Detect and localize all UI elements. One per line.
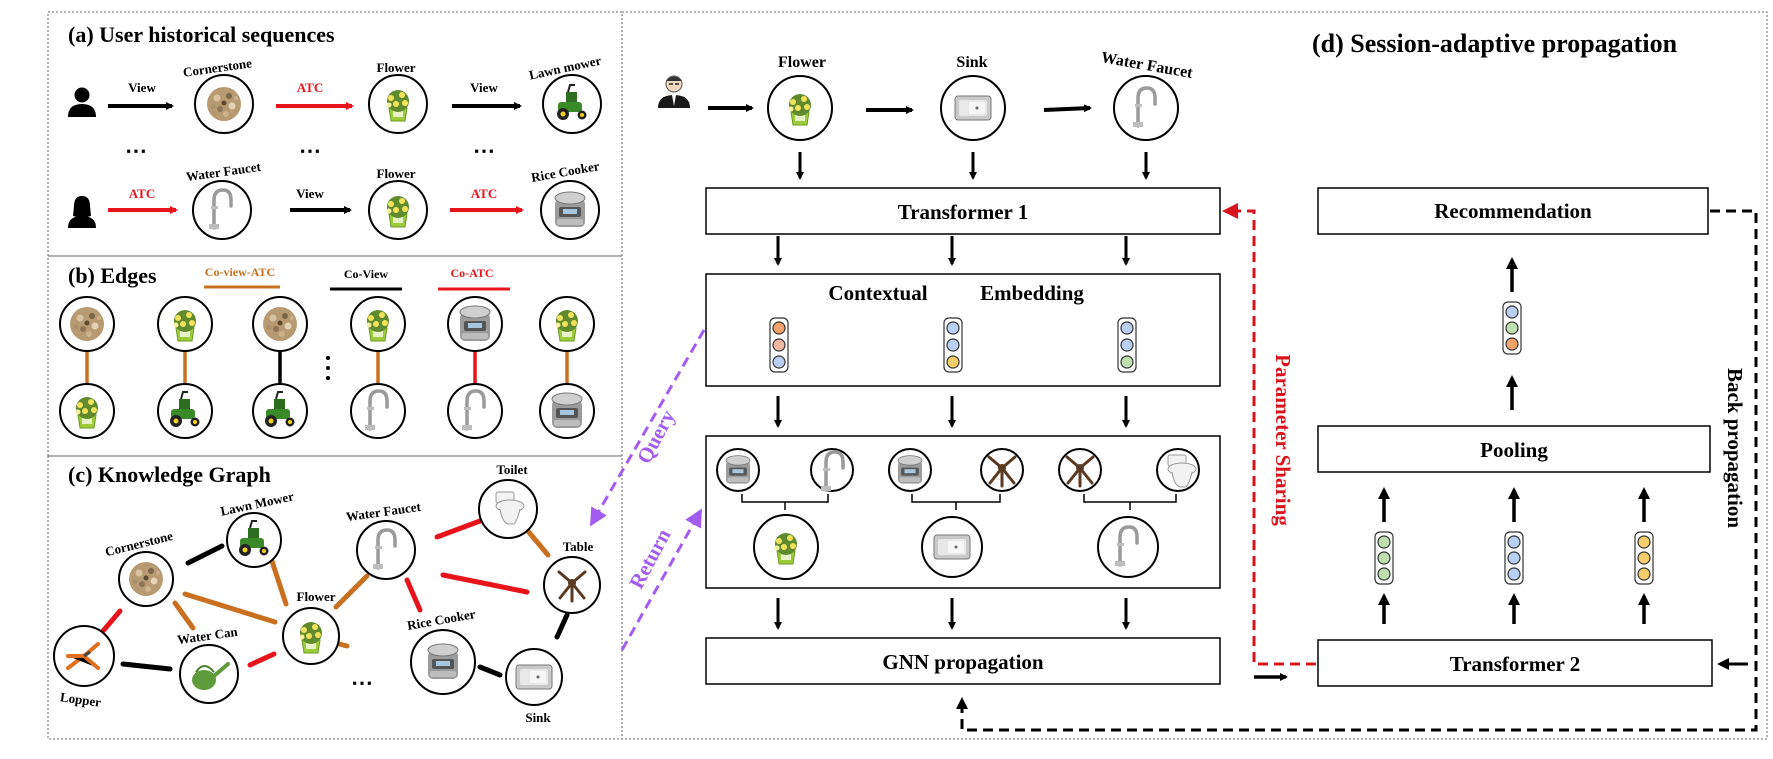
flower-icon	[386, 89, 410, 122]
sink-icon	[954, 95, 992, 121]
rice-cooker-icon	[551, 392, 583, 429]
cornerstone-icon	[129, 562, 163, 596]
kg-edges	[100, 518, 570, 678]
item-label: Flower	[377, 166, 416, 181]
panel-borders	[47, 11, 1768, 740]
rice-cooker-icon	[725, 455, 751, 485]
rice-cooker-icon	[554, 191, 586, 228]
pooling-label: Pooling	[1480, 438, 1548, 462]
edge-legend-lines	[204, 285, 510, 291]
cornerstone-icon	[207, 87, 241, 121]
rice-cooker-icon	[427, 643, 459, 680]
recommendation-label: Recommendation	[1434, 199, 1592, 223]
query-label: Query	[632, 405, 680, 467]
transformer2-label: Transformer 2	[1450, 652, 1580, 676]
kg-ellipsis: ⋯	[351, 670, 373, 695]
flower-icon	[173, 309, 197, 342]
sink-icon	[515, 664, 553, 690]
down-arrows	[774, 152, 1150, 630]
user-icon	[68, 87, 96, 117]
gnn-propagation-box	[705, 637, 1221, 685]
pooling-box	[1317, 425, 1711, 473]
sink-icon	[933, 534, 971, 560]
panel-d-title: (d) Session-adaptive propagation	[1312, 29, 1678, 58]
return-label: Return	[624, 524, 675, 592]
kg-label: Rice Cooker	[406, 606, 477, 633]
contextual-label: Contextual	[828, 281, 927, 305]
sequence-ellipsis: ⋯ ⋯ ⋯	[125, 138, 495, 163]
panel-a-title: (a) User historical sequences	[68, 22, 335, 47]
svg-text:⋯: ⋯	[299, 138, 321, 163]
edge-label: ATC	[129, 186, 155, 201]
parameter-sharing-label: Parameter Sharing	[1271, 354, 1295, 526]
item-label: Flower	[377, 60, 416, 75]
legend-co-atc: Co-ATC	[450, 266, 493, 280]
svg-text:⋯: ⋯	[125, 138, 147, 163]
kg-label: Sink	[525, 710, 551, 725]
sequence-arrows	[108, 102, 524, 214]
flower-icon	[75, 396, 99, 429]
flower-icon	[386, 195, 410, 228]
edge-label: View	[470, 80, 498, 95]
right-vectors	[1374, 301, 1654, 585]
cornerstone-icon	[263, 307, 297, 341]
kg-label: Lopper	[59, 689, 102, 710]
user-icon	[68, 196, 96, 228]
embedding-vectors	[769, 317, 1137, 373]
transformer1-label: Transformer 1	[898, 200, 1028, 224]
legend-co-view-atc: Co-view-ATC	[205, 265, 275, 279]
kg-label: Flower	[297, 589, 336, 604]
right-up-arrows	[1378, 257, 1650, 624]
kg-label: Water Can	[176, 624, 239, 647]
kg-label: Table	[563, 539, 594, 554]
rice-cooker-icon	[897, 455, 923, 485]
panel-b-title: (b) Edges	[68, 263, 157, 288]
input-arrows	[708, 104, 1092, 114]
back-propagation-label: Back propagation	[1723, 368, 1747, 528]
recommendation-box	[1317, 187, 1709, 235]
legend-co-view: Co-View	[344, 267, 389, 281]
neighbor-brackets	[741, 494, 1177, 510]
flower-icon	[555, 309, 579, 342]
back-propagation-arrow	[956, 209, 1758, 732]
kg-label: Toilet	[496, 462, 528, 477]
embedding-label: Embedding	[980, 281, 1084, 305]
transformer1-box	[705, 187, 1221, 235]
edges-ellipsis	[326, 356, 330, 380]
transformer2-box	[1317, 639, 1713, 687]
edge-label: View	[128, 80, 156, 95]
cornerstone-icon	[70, 307, 104, 341]
flower-icon	[366, 309, 390, 342]
svg-text:⋯: ⋯	[473, 138, 495, 163]
flower-icon	[788, 93, 812, 126]
edge-label: ATC	[471, 186, 497, 201]
user-icon	[657, 75, 691, 109]
panel-c-title: (c) Knowledge Graph	[68, 462, 271, 487]
item-label: Flower	[778, 54, 826, 71]
flower-icon	[774, 532, 798, 565]
parameter-sharing-arrow	[1222, 203, 1316, 666]
query-return-arrows	[589, 329, 706, 651]
item-label: Sink	[956, 54, 987, 71]
flower-icon	[299, 621, 323, 654]
edge-label: ATC	[297, 80, 323, 95]
rice-cooker-icon	[459, 305, 491, 342]
gnn-propagation-label: GNN propagation	[882, 650, 1044, 674]
edge-label: View	[296, 186, 324, 201]
